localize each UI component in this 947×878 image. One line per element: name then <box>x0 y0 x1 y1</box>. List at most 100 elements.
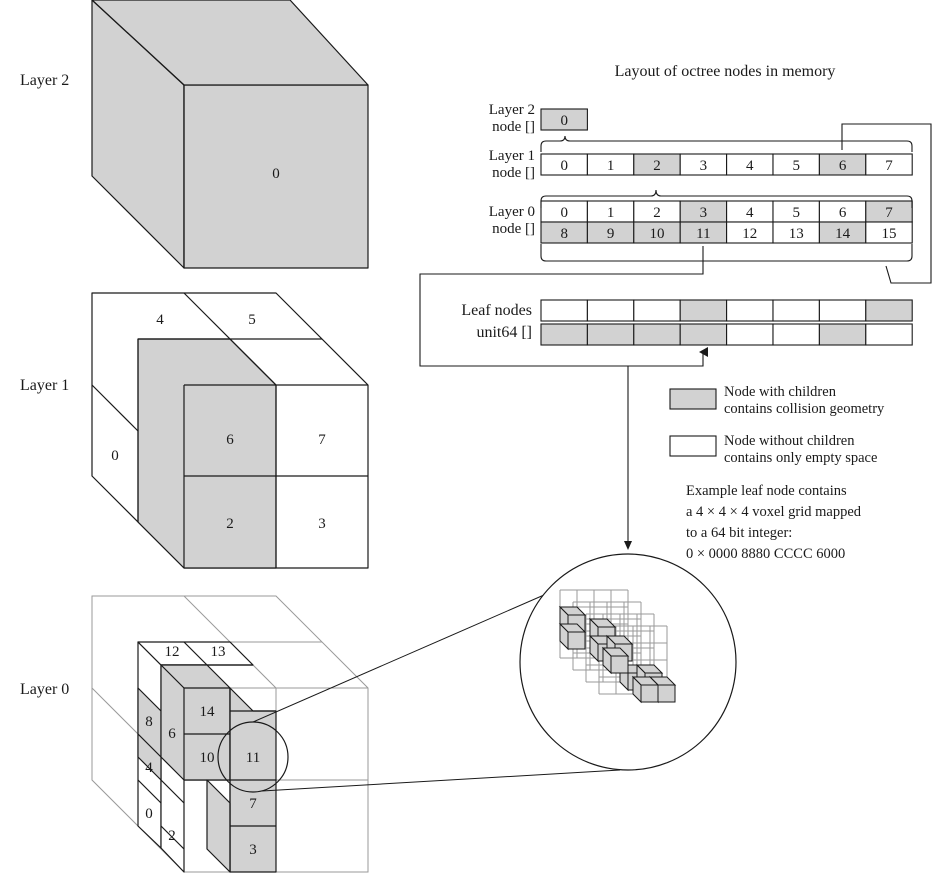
voxel-front <box>657 684 676 703</box>
layer1-node-7: 7 <box>318 432 326 448</box>
leaf-mem-row2-cell <box>540 323 588 346</box>
layer0-label: Layer 0 <box>20 681 69 698</box>
layer0-mem-label-1: Layer 0 <box>489 204 535 220</box>
layer1-mem-cell-label: 4 <box>746 158 754 174</box>
layer0-node-13: 13 <box>211 644 226 660</box>
layer0-mem-row1-cell-label: 4 <box>746 205 754 221</box>
layer0-mem-row2-cell-label: 8 <box>560 226 568 242</box>
layer0-node-4: 4 <box>145 760 153 776</box>
layer0-mem-row2-cell-label: 13 <box>789 226 804 242</box>
zoom-tangent-bottom <box>261 769 621 792</box>
legend-empty-line2: contains only empty space <box>724 450 877 466</box>
layer0-node-7: 7 <box>249 796 257 812</box>
layer1-mem-cell-label: 3 <box>700 158 708 174</box>
layer0-node-10: 10 <box>200 750 215 766</box>
layer1-mem-label-1: Layer 1 <box>489 148 535 164</box>
layer0-mem-row2-cell <box>865 221 913 244</box>
layer0-node-14: 14 <box>200 704 216 720</box>
leaf-mem-row1-cell <box>679 299 728 322</box>
layer0-voxels <box>137 641 277 873</box>
layer0-mem-row1-cell-label: 2 <box>653 205 661 221</box>
leaf-mem-row1-cell <box>772 299 820 322</box>
layer1-mem-cell-label: 5 <box>792 158 800 174</box>
layer0-node-0: 0 <box>145 806 153 822</box>
layer0-mem-row2-cell-label: 10 <box>650 226 665 242</box>
layer2-mem-cell-label: 0 <box>560 113 568 129</box>
layer1-label: Layer 1 <box>20 377 69 394</box>
legend-filled-line2: contains collision geometry <box>724 401 885 417</box>
layer1-mem-label-2: node [] <box>492 165 535 181</box>
leaf-mem-row2-cell <box>679 323 728 346</box>
leaf-mem-row1-cell <box>865 299 913 322</box>
layer0-node-11: 11 <box>246 750 260 766</box>
layer0-mem-row1-cell-label: 5 <box>792 205 800 221</box>
layer1-node-0: 0 <box>111 448 119 464</box>
legend-empty-line1: Node without children <box>724 433 855 449</box>
leaf-mem-row2-cell <box>586 323 635 346</box>
layer0-mem-row2-cell-label: 12 <box>742 226 757 242</box>
layer0-mem-row2-cell-label: 11 <box>696 226 710 242</box>
layer0-mem-row2-cell-label: 14 <box>835 226 851 242</box>
example-line-2: a 4 × 4 × 4 voxel grid mapped <box>686 504 862 520</box>
layer2-mem-label-1: Layer 2 <box>489 102 535 118</box>
layer1-mem-cell-label: 7 <box>885 158 893 174</box>
zoom-tangent-top <box>252 587 561 723</box>
leaf-mem-row2-cell <box>818 323 867 346</box>
layer0-node-12: 12 <box>165 644 180 660</box>
layer2-mem-cell <box>540 108 588 131</box>
layer0-mem-row1-cell-label: 7 <box>885 205 893 221</box>
layer2-label: Layer 2 <box>20 72 69 89</box>
layer0-mem-row2-cell-label: 9 <box>607 226 615 242</box>
leaf-voxel-grid <box>558 589 677 704</box>
layer0-mem-row1-cell-label: 6 <box>839 205 847 221</box>
leaf-mem-row1-cell <box>586 299 635 322</box>
leaf-mem-row2-cell <box>726 323 774 346</box>
layer0-mem-row1-cell-label: 1 <box>607 205 615 221</box>
layer1-mem-cell <box>865 153 913 176</box>
leaf-mem-row2-cell <box>865 323 913 346</box>
layer0-mem-label-2: node [] <box>492 221 535 237</box>
example-line-4: 0 × 0000 8880 CCCC 6000 <box>686 546 845 562</box>
layer0-node-2: 2 <box>168 828 176 844</box>
layer1-shaded-column <box>137 338 277 569</box>
voxel-front <box>610 655 629 674</box>
layer1-cube <box>91 292 369 569</box>
layer0-node-8: 8 <box>145 714 153 730</box>
legend-empty-swatch <box>669 435 717 457</box>
layer2-node-label: 0 <box>272 166 280 182</box>
legend-filled-swatch <box>669 388 717 410</box>
layer0-node-3: 3 <box>249 842 257 858</box>
layer1-mem-cell-label: 1 <box>607 158 615 174</box>
leaf-mem-row1-cell <box>540 299 588 322</box>
memory-connectors <box>419 123 932 550</box>
layer1-mem-cell-label: 6 <box>839 158 847 174</box>
leaf-mem-row2-cell <box>633 323 681 346</box>
layer1-node-5: 5 <box>248 312 256 328</box>
layer1-node-2: 2 <box>226 516 234 532</box>
example-line-3: to a 64 bit integer: <box>686 525 792 541</box>
voxel-front <box>567 631 586 650</box>
example-line-1: Example leaf node contains <box>686 483 847 499</box>
layer1-node-3: 3 <box>318 516 326 532</box>
voxel-front <box>640 684 659 703</box>
layer1-node-4: 4 <box>156 312 164 328</box>
legend-filled-line1: Node with children <box>724 384 837 400</box>
layer1-node-6: 6 <box>226 432 234 448</box>
layer0-node-6: 6 <box>168 726 176 742</box>
leaf-mem-row1-cell <box>726 299 774 322</box>
leaf-mem-row1-cell <box>633 299 681 322</box>
leaf-mem-label-2: unit64 [] <box>476 324 532 341</box>
memory-braces <box>540 135 913 262</box>
layer2-mem-label-2: node [] <box>492 119 535 135</box>
layer1-mem-cell-label: 0 <box>560 158 568 174</box>
layer2-cube <box>91 0 369 269</box>
leaf-mem-row1-cell <box>818 299 867 322</box>
leaf-mem-row2-cell <box>772 323 820 346</box>
leaf-mem-label-1: Leaf nodes <box>461 302 532 319</box>
memory-title: Layout of octree nodes in memory <box>615 63 836 80</box>
layer0-mem-row1-cell-label: 3 <box>700 205 708 221</box>
layer0-mem-row1-cell-label: 0 <box>560 205 568 221</box>
layer1-mem-cell-label: 2 <box>653 158 661 174</box>
